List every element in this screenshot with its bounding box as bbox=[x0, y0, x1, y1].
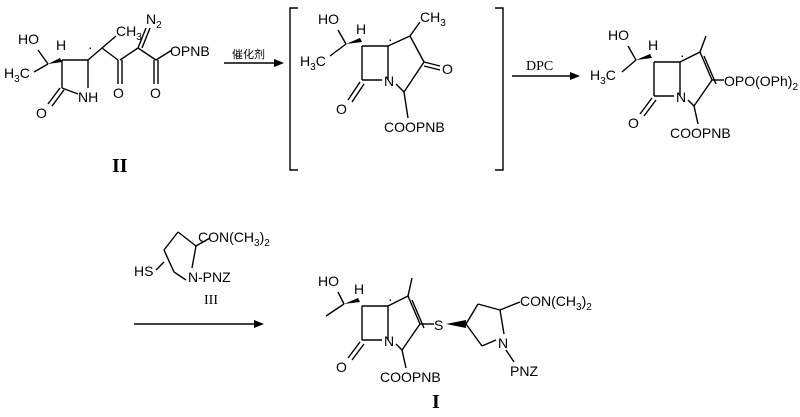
ii-h: H bbox=[56, 37, 66, 53]
ep-n: N bbox=[676, 89, 686, 105]
iii-con: CON(CH3)2 bbox=[198, 229, 270, 249]
i-n: N bbox=[384, 333, 394, 349]
iii-n: N bbox=[188, 269, 198, 285]
ii-opnb: OPNB bbox=[170, 43, 210, 59]
arrow3-head bbox=[254, 320, 264, 328]
enol-phosphate: HO H H3C N O · OPO(OPh)2 COOPNB bbox=[590, 27, 798, 141]
i-o: O bbox=[336, 359, 347, 375]
int-coopnb: COOPNB bbox=[384, 119, 445, 135]
ii-ch3: CH3 bbox=[116, 23, 142, 43]
ii-o-ester: O bbox=[150, 85, 161, 101]
compound-I-label: I bbox=[432, 391, 440, 412]
ii-ho: HO bbox=[18, 31, 39, 47]
i-n-pyrrolidine: N bbox=[498, 335, 508, 351]
ep-ho: HO bbox=[608, 27, 629, 43]
ep-opo: OPO(OPh)2 bbox=[724, 73, 798, 93]
i-dot: · bbox=[388, 291, 393, 307]
arrow1-label: 催化剂 bbox=[232, 47, 265, 61]
final-product-I: HO H N O · COOPNB S N CON(CH3)2 PN bbox=[318, 273, 592, 413]
iii-pnz: -PNZ bbox=[198, 269, 231, 285]
compound-II-label: II bbox=[112, 155, 128, 177]
arrow-dpc: DPC bbox=[512, 59, 580, 80]
int-h3c: H3C bbox=[300, 53, 326, 73]
ep-coopnb: COOPNB bbox=[670, 125, 731, 141]
ep-h3c: H3C bbox=[590, 67, 616, 87]
ep-o: O bbox=[628, 115, 639, 131]
arrow-catalyst: 催化剂 bbox=[224, 47, 284, 67]
ii-wedge bbox=[48, 58, 62, 64]
ii-nh: NH bbox=[78, 89, 98, 105]
i-s: S bbox=[434, 317, 443, 333]
int-n: N bbox=[384, 73, 394, 89]
int-ch3: CH3 bbox=[420, 9, 446, 29]
ii-o-ketone: O bbox=[113, 85, 124, 101]
i-pnz: PNZ bbox=[510, 363, 538, 379]
ep-dot: · bbox=[680, 47, 685, 63]
iii-hs: HS bbox=[134, 263, 153, 279]
thiol-III: CON(CH3)2 N -PNZ HS III bbox=[134, 229, 270, 328]
i-h: H bbox=[354, 281, 364, 297]
int-ho: HO bbox=[318, 11, 339, 27]
compound-II: HO H3C H NH O · CH3 O N2 O OPNB II bbox=[4, 11, 210, 177]
ii-n2: N2 bbox=[146, 11, 162, 31]
int-h: H bbox=[356, 21, 366, 37]
compound-III-label: III bbox=[204, 293, 218, 308]
i-con: CON(CH3)2 bbox=[520, 293, 592, 313]
intermediate: HO H H3C N O · CH3 O COOPNB bbox=[289, 7, 504, 171]
i-coopnb: COOPNB bbox=[380, 369, 441, 385]
int-o-ketone: O bbox=[442, 61, 453, 77]
arrow2-label: DPC bbox=[526, 59, 553, 74]
int-o-lactam: O bbox=[336, 101, 347, 117]
int-dot: · bbox=[388, 31, 393, 47]
ep-h: H bbox=[648, 37, 658, 53]
i-ho: HO bbox=[318, 273, 339, 289]
ii-h3c: H3C bbox=[4, 65, 30, 85]
ii-dot: · bbox=[88, 39, 93, 55]
ii-o-lactam: O bbox=[36, 105, 47, 121]
